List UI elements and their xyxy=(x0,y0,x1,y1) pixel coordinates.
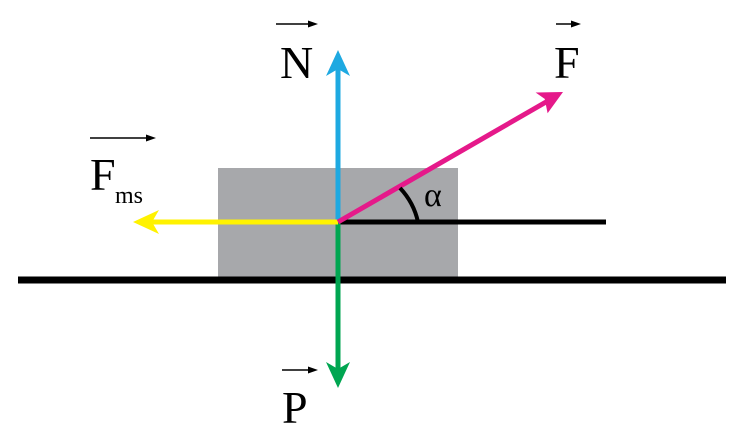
friction-force-arrowhead xyxy=(133,210,159,234)
normal-force-label: N xyxy=(280,37,313,88)
weight-force-arrowhead xyxy=(326,362,350,388)
friction-force-label: F xyxy=(90,149,116,200)
angle-label: α xyxy=(424,177,442,214)
applied-force-arrowhead xyxy=(535,92,563,114)
angle-arc xyxy=(398,186,420,223)
friction-force-subscript: ms xyxy=(115,183,143,209)
friction-force-vector-arrow-icon xyxy=(90,134,156,142)
normal-force-arrowhead xyxy=(326,50,350,76)
applied-force-vector-arrow-icon xyxy=(556,20,581,28)
weight-force-label: P xyxy=(282,382,308,433)
normal-force-vector-arrow-icon xyxy=(276,20,318,28)
weight-force-vector-arrow-icon xyxy=(282,366,318,374)
applied-force-label: F xyxy=(554,37,580,88)
applied-force-shaft xyxy=(336,99,548,225)
